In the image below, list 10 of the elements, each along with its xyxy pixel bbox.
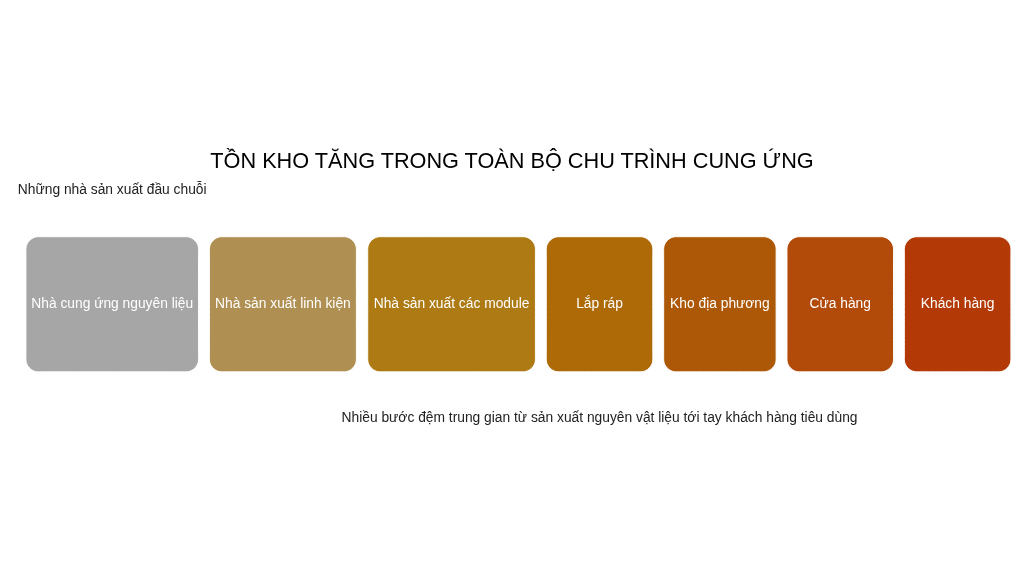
node-box: Kho địa phương: [663, 235, 777, 372]
label: Những nhà sản xuất đầu chuỗi: [17, 180, 207, 197]
node-box: Cửa hàng: [786, 235, 894, 372]
diagram-title: TỒN KHO TĂNG TRONG TOÀN BỘ CHU TRÌNH CUNG ỨNG: [210, 147, 814, 173]
label: Nhiều bước đệm trung gian từ sản xuất nguyên vật liệu tới tay khách hàng tiêu dùng: [341, 408, 858, 425]
node-box: Nhà sản xuất các module: [367, 235, 536, 372]
node-box: Khách hàng: [903, 235, 1012, 372]
node-box: Nhà cung ứng nguyên liệu: [25, 235, 200, 372]
node-box: Lắp ráp: [545, 235, 654, 372]
node-box: Nhà sản xuất linh kiện: [208, 235, 357, 372]
